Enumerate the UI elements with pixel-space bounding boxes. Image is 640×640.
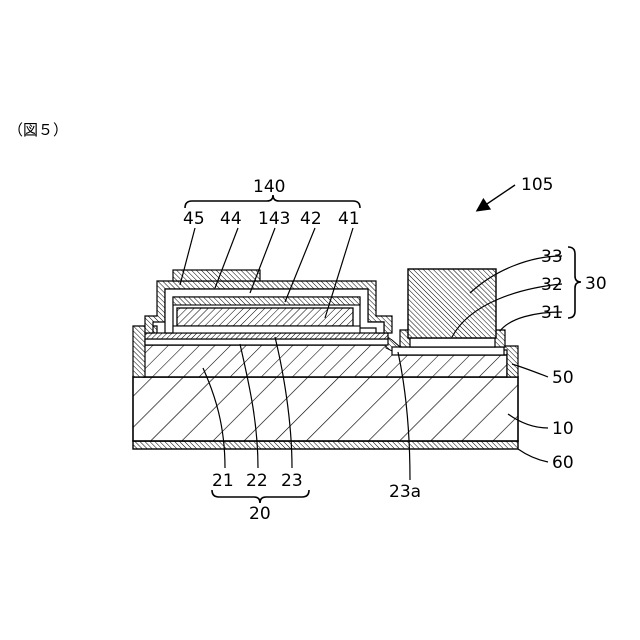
layer-42 [173, 297, 360, 305]
layer-23a [392, 347, 504, 355]
label-23a: 23a [389, 482, 421, 502]
label-105: 105 [521, 175, 553, 195]
label-23: 23 [281, 471, 303, 491]
label-60: 60 [552, 453, 574, 473]
label-140: 140 [253, 177, 285, 197]
label-31: 31 [541, 303, 563, 323]
figure-caption: （図５） [8, 121, 68, 139]
label-10: 10 [552, 419, 574, 439]
leader-60 [518, 449, 548, 462]
electrode-44 [173, 270, 260, 281]
label-45: 45 [183, 209, 205, 229]
label-33: 33 [541, 247, 563, 267]
layer-22 [145, 339, 388, 345]
label-20: 20 [249, 504, 271, 524]
label-44: 44 [220, 209, 242, 229]
label-41: 41 [338, 209, 360, 229]
layer-32 [410, 338, 495, 347]
label-50: 50 [552, 368, 574, 388]
substrate-10 [133, 377, 518, 441]
arrow-105 [478, 185, 515, 210]
bump-33 [408, 269, 496, 338]
label-30: 30 [585, 274, 607, 294]
label-32: 32 [541, 275, 563, 295]
layer-41 [177, 308, 353, 326]
label-22: 22 [246, 471, 268, 491]
label-143: 143 [258, 209, 290, 229]
layer-41-base [173, 326, 360, 333]
label-42: 42 [300, 209, 322, 229]
layer-23 [145, 333, 388, 339]
label-21: 21 [212, 471, 234, 491]
layer-60 [133, 441, 518, 449]
brace-30 [568, 247, 581, 318]
brace-20 [212, 490, 309, 503]
